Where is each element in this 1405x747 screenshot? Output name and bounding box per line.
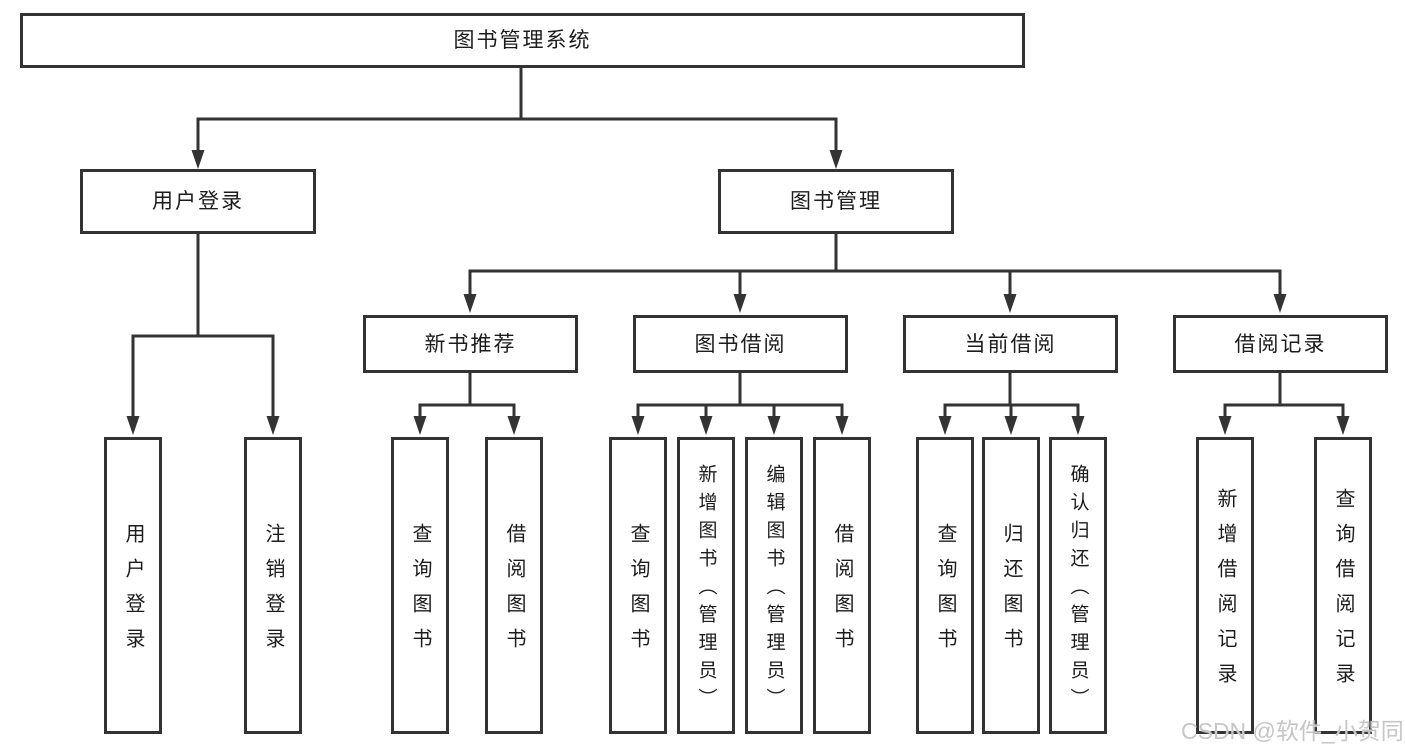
connector-borrow-record-children	[1218, 373, 1350, 435]
node-label: 图书管理系统	[453, 29, 592, 52]
arrow-down-icon	[126, 416, 140, 435]
arrow-down-icon	[1218, 416, 1232, 435]
connector-user-login-children	[126, 234, 280, 435]
leaf-add-borrow-record: 新增借阅记录	[1196, 437, 1254, 734]
leaf-user-login: 用户登录	[104, 437, 162, 734]
leaf-label: 归还图书	[1000, 523, 1022, 663]
leaf-label: 借阅图书	[831, 523, 853, 663]
leaf-logout: 注销登录	[244, 437, 302, 734]
leaf-label: 借阅图书	[503, 523, 525, 663]
leaf-query-borrow-record: 查询借阅记录	[1314, 437, 1372, 734]
arrow-down-icon	[413, 416, 427, 435]
leaf-add-book-admin: 新增图书（管理员）	[677, 437, 735, 734]
node-label: 当前借阅	[964, 332, 1057, 356]
arrow-down-icon	[767, 416, 781, 435]
connector-current-borrow-children	[938, 373, 1085, 435]
arrow-down-icon	[1336, 416, 1350, 435]
node-label: 新书推荐	[424, 332, 517, 356]
connector-book-borrow-children	[631, 373, 849, 435]
node-new-book-recommendation: 新书推荐	[363, 315, 578, 373]
arrow-down-icon	[507, 416, 521, 435]
arrow-down-icon	[938, 416, 952, 435]
node-user-login: 用户登录	[80, 169, 316, 234]
arrow-down-icon	[835, 416, 849, 435]
node-book-borrowing: 图书借阅	[633, 315, 848, 373]
arrow-down-icon	[699, 416, 713, 435]
arrow-down-icon	[631, 416, 645, 435]
leaf-label: 编辑图书（管理员）	[763, 464, 785, 716]
leaf-label: 查询图书	[409, 523, 431, 663]
leaf-query-books-current: 查询图书	[916, 437, 974, 734]
node-borrowing-records: 借阅记录	[1173, 315, 1388, 373]
connector-book-management-children	[463, 234, 1287, 313]
connector-root-to-level2	[191, 68, 843, 169]
leaf-confirm-return-admin: 确认归还（管理员）	[1049, 437, 1107, 734]
arrow-down-icon	[829, 150, 843, 169]
arrow-down-icon	[1004, 416, 1018, 435]
node-label: 用户登录	[152, 190, 244, 213]
arrow-down-icon	[1071, 416, 1085, 435]
arrow-down-icon	[191, 150, 205, 169]
connector-new-book-children	[413, 373, 521, 435]
node-current-borrowing: 当前借阅	[903, 315, 1118, 373]
leaf-label: 新增借阅记录	[1214, 488, 1236, 698]
arrow-down-icon	[266, 416, 280, 435]
leaf-label: 查询图书	[627, 523, 649, 663]
leaf-return-books: 归还图书	[982, 437, 1040, 734]
node-label: 图书管理	[790, 190, 882, 213]
arrow-down-icon	[463, 294, 477, 313]
leaf-edit-book-admin: 编辑图书（管理员）	[745, 437, 803, 734]
node-label: 图书借阅	[694, 332, 787, 356]
leaf-label: 查询图书	[934, 523, 956, 663]
leaf-label: 新增图书（管理员）	[695, 464, 717, 716]
node-label: 借阅记录	[1234, 332, 1327, 356]
node-book-management: 图书管理	[718, 169, 954, 234]
leaf-label: 确认归还（管理员）	[1067, 464, 1089, 716]
arrow-down-icon	[1003, 294, 1017, 313]
csdn-watermark: CSDN @软件_小贺同学	[1181, 718, 1405, 744]
leaf-borrow-books: 借阅图书	[813, 437, 871, 734]
leaf-borrow-books-recommend: 借阅图书	[485, 437, 543, 734]
leaf-label: 查询借阅记录	[1332, 488, 1354, 698]
leaf-query-books-borrow: 查询图书	[609, 437, 667, 734]
node-library-management-system: 图书管理系统	[20, 13, 1025, 68]
leaf-query-books-recommend: 查询图书	[391, 437, 449, 734]
arrow-down-icon	[733, 294, 747, 313]
arrow-down-icon	[1273, 294, 1287, 313]
leaf-label: 注销登录	[262, 523, 284, 663]
leaf-label: 用户登录	[122, 523, 144, 663]
